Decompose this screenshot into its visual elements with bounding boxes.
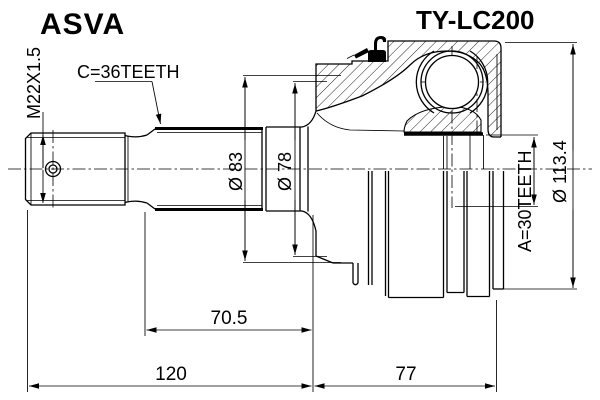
label-inner-spline: A=30TEETH bbox=[515, 150, 535, 252]
cage-left-edge bbox=[415, 50, 435, 114]
boot-section-top bbox=[266, 110, 317, 128]
face-chamfer bbox=[315, 255, 334, 264]
ball-bearing bbox=[415, 50, 489, 114]
housing-outer-profile bbox=[315, 40, 502, 137]
snap-ring-pin bbox=[354, 48, 369, 59]
dim-thread: M22X1.5 bbox=[24, 47, 46, 203]
neck-top-edge bbox=[124, 134, 148, 138]
snap-ring-base bbox=[368, 50, 386, 62]
ball-track bbox=[420, 50, 484, 114]
boot-section-bottom bbox=[266, 210, 317, 232]
snap-ring bbox=[346, 36, 387, 62]
snap-ring-pin-tail bbox=[346, 54, 355, 59]
label-thread-size: M22X1.5 bbox=[24, 47, 44, 119]
inner-race bbox=[403, 105, 482, 133]
housing bbox=[315, 40, 505, 299]
dim-length-70-5: 70.5 bbox=[144, 212, 312, 336]
dim-dia-83: Ø 83 bbox=[226, 75, 341, 263]
dim-length-120: 120 bbox=[27, 210, 314, 392]
part-number: TY-LC200 bbox=[416, 5, 535, 35]
brand-logo: ASVA bbox=[40, 8, 125, 41]
label-dia-78: Ø 78 bbox=[275, 152, 295, 191]
dim-inner-spline: A=30TEETH bbox=[455, 134, 538, 252]
cage-right-edge bbox=[469, 50, 489, 114]
dim-outer-spline: C=36TEETH bbox=[77, 62, 180, 125]
snap-ring-hook bbox=[374, 36, 387, 50]
housing-bore-lip bbox=[316, 112, 405, 132]
label-dia-83: Ø 83 bbox=[226, 152, 246, 191]
label-outer-spline: C=36TEETH bbox=[77, 62, 180, 82]
dim-length-77: 77 bbox=[314, 300, 497, 392]
dim-value-120: 120 bbox=[155, 364, 187, 385]
housing-wall-hatch bbox=[316, 41, 501, 137]
dim-value-77: 77 bbox=[395, 364, 416, 385]
center-hole-inner bbox=[48, 164, 58, 174]
chamfer-bottom bbox=[146, 202, 156, 210]
chamfer-top bbox=[146, 128, 156, 136]
housing-bottom-half bbox=[315, 171, 505, 299]
label-dia-113: Ø 113.4 bbox=[550, 140, 570, 203]
dim-value-70-5: 70.5 bbox=[211, 308, 248, 329]
center-hole-outer bbox=[44, 160, 62, 178]
boot-groove-section bbox=[266, 110, 317, 232]
dim-dia-78: Ø 78 bbox=[275, 81, 327, 257]
groove-a-bottom bbox=[352, 282, 359, 286]
inner-race-section bbox=[403, 105, 482, 133]
leader-arrow bbox=[151, 81, 162, 125]
ball bbox=[424, 54, 480, 110]
neck-bottom-edge bbox=[124, 200, 148, 204]
dim-dia-113: Ø 113.4 bbox=[503, 42, 577, 290]
